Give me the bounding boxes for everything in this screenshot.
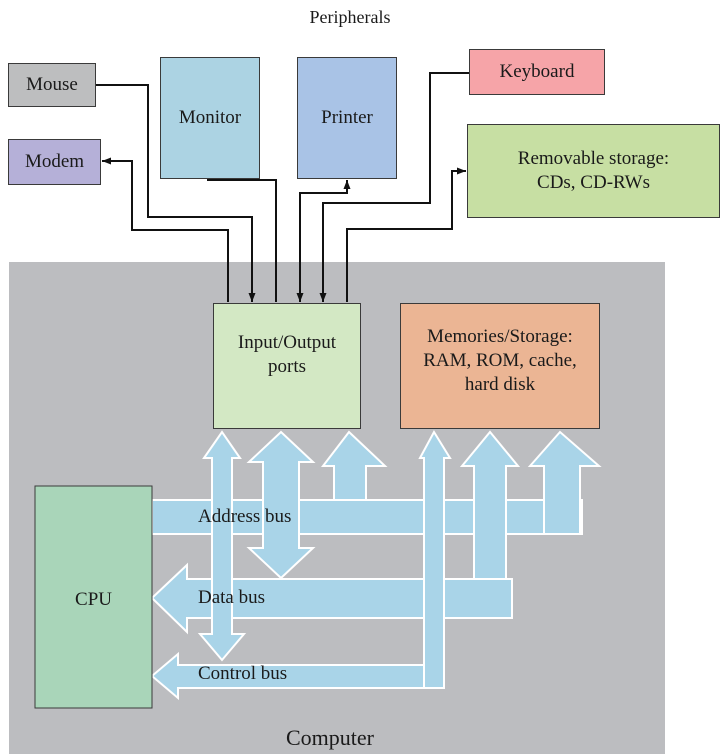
io-data-connector	[246, 430, 316, 580]
control-bus-label: Control bus	[198, 663, 288, 684]
keyboard-box: Keyboard	[469, 49, 605, 95]
memory-data-connector	[459, 430, 521, 580]
removable-storage-line1: Removable storage:	[517, 148, 670, 169]
mouse-box: Mouse	[8, 63, 96, 107]
io-address-connector	[320, 430, 388, 501]
memory-control-connector	[418, 429, 452, 689]
wire-keyboard	[319, 72, 470, 302]
memory-line2: RAM, ROM, cache,	[423, 350, 577, 371]
printer-label: Printer	[321, 107, 373, 128]
cpu-label: CPU	[75, 589, 112, 610]
modem-box: Modem	[8, 139, 101, 185]
removable-storage-box: Removable storage: CDs, CD-RWs	[467, 124, 720, 218]
memory-line3: hard disk	[464, 374, 536, 395]
wire-modem	[102, 157, 229, 302]
memory-storage-box: Memories/Storage: RAM, ROM, cache, hard …	[400, 303, 600, 429]
monitor-box: Monitor	[160, 57, 260, 179]
cpu-box	[34, 485, 153, 709]
wire-mouse	[96, 84, 256, 302]
modem-label: Modem	[24, 151, 85, 172]
keyboard-label: Keyboard	[499, 61, 575, 82]
monitor-label: Monitor	[178, 107, 242, 128]
io-control-connector	[197, 430, 247, 662]
address-bus-label: Address bus	[198, 506, 292, 527]
removable-storage-line2: CDs, CD-RWs	[537, 172, 650, 193]
io-ports-line1: Input/Output	[237, 332, 337, 353]
memory-line1: Memories/Storage:	[427, 326, 573, 347]
wire-removable	[346, 167, 466, 302]
bus-shapes	[150, 429, 602, 701]
data-bus-shape	[150, 562, 513, 635]
io-ports-line2: ports	[268, 356, 306, 377]
data-bus-label: Data bus	[198, 587, 266, 608]
memory-address-connector	[527, 430, 602, 535]
mouse-label: Mouse	[26, 74, 78, 95]
peripheral-wires	[96, 72, 470, 302]
io-ports-box: Input/Output ports	[213, 303, 361, 429]
printer-box: Printer	[297, 57, 397, 179]
computer-label: Computer	[286, 725, 374, 750]
peripherals-title: Peripherals	[309, 7, 391, 27]
